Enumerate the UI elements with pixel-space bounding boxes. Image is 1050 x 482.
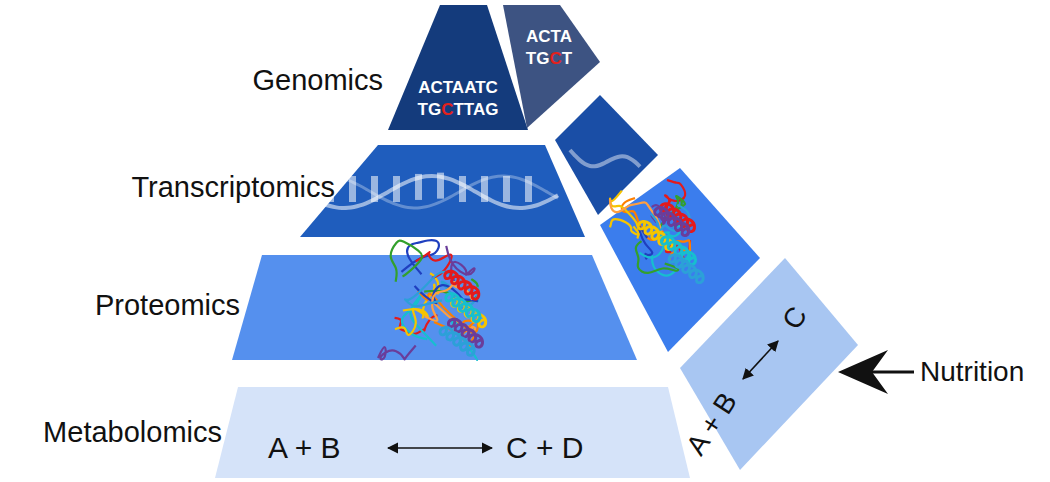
input-label: Nutrition bbox=[920, 356, 1024, 388]
reaction-term: C + D bbox=[506, 431, 584, 465]
dna-sequence: ACTAATC TGCTTAG bbox=[418, 77, 499, 121]
layer-heading: Genomics bbox=[252, 64, 383, 97]
pointer-line bbox=[868, 371, 914, 374]
pyramid-band: Transcriptomics bbox=[300, 145, 585, 237]
layer-heading: Transcriptomics bbox=[131, 171, 335, 204]
band-shape bbox=[232, 255, 637, 360]
layer-heading: Metabolomics bbox=[43, 416, 222, 449]
dna-sequence: ACTA TGCT bbox=[526, 26, 572, 70]
pyramid-band: MetabolomicsA + BC + D bbox=[215, 387, 690, 478]
pyramid-band: A + BC bbox=[680, 258, 858, 470]
pyramid-band: Proteomics bbox=[232, 255, 637, 360]
layer-heading: Proteomics bbox=[95, 289, 240, 322]
band-shape bbox=[300, 145, 585, 237]
pyramid-band: ACTA TGCT bbox=[503, 5, 600, 128]
pyramid-side-face bbox=[555, 95, 658, 215]
reaction-term: A + B bbox=[268, 431, 341, 465]
